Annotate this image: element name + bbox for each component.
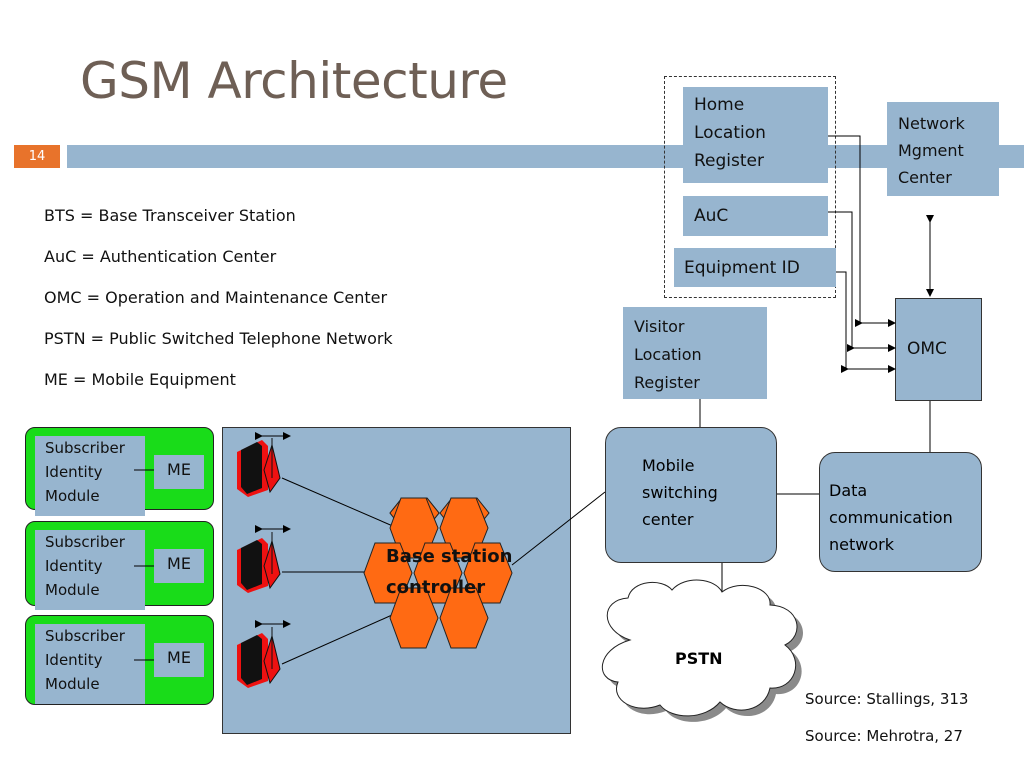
dcn-label-line: communication (829, 508, 953, 527)
sim-label-line: Module (45, 487, 100, 505)
msc-label-line: Mobile (642, 456, 695, 475)
dcn-label-line: network (829, 535, 894, 554)
sim-label-line: Module (45, 581, 100, 599)
auc-omc-connector (828, 211, 895, 349)
pstn-cloud-icon (601, 579, 803, 722)
dcn-label-line: Data (829, 481, 868, 500)
abbreviation-bts: BTS = Base Transceiver Station (44, 206, 296, 225)
sim-module-2: Subscriber Identity Module (35, 530, 145, 610)
sim-module-3: Subscriber Identity Module (35, 624, 145, 704)
msc-box: Mobile switching center (605, 427, 777, 563)
nmc-box: Network Mgment Center (887, 102, 999, 196)
vlr-label-line: Register (634, 373, 700, 392)
sim-label-line: Module (45, 675, 100, 693)
bsc-label-line: controller (386, 577, 486, 598)
home-network-dashed-group (664, 76, 836, 298)
msc-label-line: switching (642, 483, 718, 502)
equipment-id-box: Equipment ID (674, 248, 836, 287)
sim-label-line: Identity (45, 557, 103, 575)
abbreviation-pstn: PSTN = Public Switched Telephone Network (44, 329, 393, 348)
bsc-msc-link (511, 491, 606, 566)
abbreviation-me: ME = Mobile Equipment (44, 370, 236, 389)
eir-omc-connector (836, 271, 895, 370)
hlr-label-line: Register (694, 151, 764, 171)
vlr-label-line: Location (634, 345, 702, 364)
abbreviation-omc: OMC = Operation and Maintenance Center (44, 288, 388, 307)
sim-label-line: Identity (45, 463, 103, 481)
mobile-equipment-3: ME (154, 643, 204, 677)
bts-tower-icon (237, 620, 291, 688)
auc-box: AuC (683, 196, 828, 236)
hlr-label-line: Location (694, 123, 766, 143)
source-citation-2: Source: Mehrotra, 27 (805, 727, 963, 745)
bsc-label: Base station controller (386, 541, 512, 603)
pstn-label: PSTN (675, 649, 723, 668)
slide-title: GSM Architecture (80, 52, 508, 110)
bts-bsc-link-1 (281, 477, 403, 531)
bts-bsc-link-3 (281, 614, 393, 665)
dcn-box: Data communication network (819, 452, 982, 572)
msc-label-line: center (642, 510, 694, 529)
nmc-label-line: Center (898, 168, 952, 187)
nmc-label-line: Network (898, 114, 965, 133)
omc-box: OMC (895, 298, 982, 401)
vlr-box: Visitor Location Register (623, 307, 767, 399)
nmc-label-line: Mgment (898, 141, 964, 160)
sim-label-line: Identity (45, 651, 103, 669)
bts-tower-icon (237, 432, 291, 497)
mobile-equipment-2: ME (154, 549, 204, 583)
sim-label-line: Subscriber (45, 439, 125, 457)
mobile-equipment-1: ME (154, 455, 204, 489)
sim-label-line: Subscriber (45, 533, 125, 551)
sim-label-line: Subscriber (45, 627, 125, 645)
hlr-label-line: Home (694, 95, 745, 115)
slide-number: 14 (14, 145, 60, 168)
bsc-hex-cluster (363, 497, 513, 649)
abbreviation-auc: AuC = Authentication Center (44, 247, 277, 266)
source-citation-1: Source: Stallings, 313 (805, 690, 969, 708)
hlr-box: Home Location Register (683, 87, 828, 183)
sim-module-1: Subscriber Identity Module (35, 436, 145, 516)
bsc-label-line: Base station (386, 546, 513, 567)
vlr-label-line: Visitor (634, 317, 685, 336)
bts-tower-icon (237, 525, 291, 593)
hlr-omc-connector (828, 135, 895, 324)
